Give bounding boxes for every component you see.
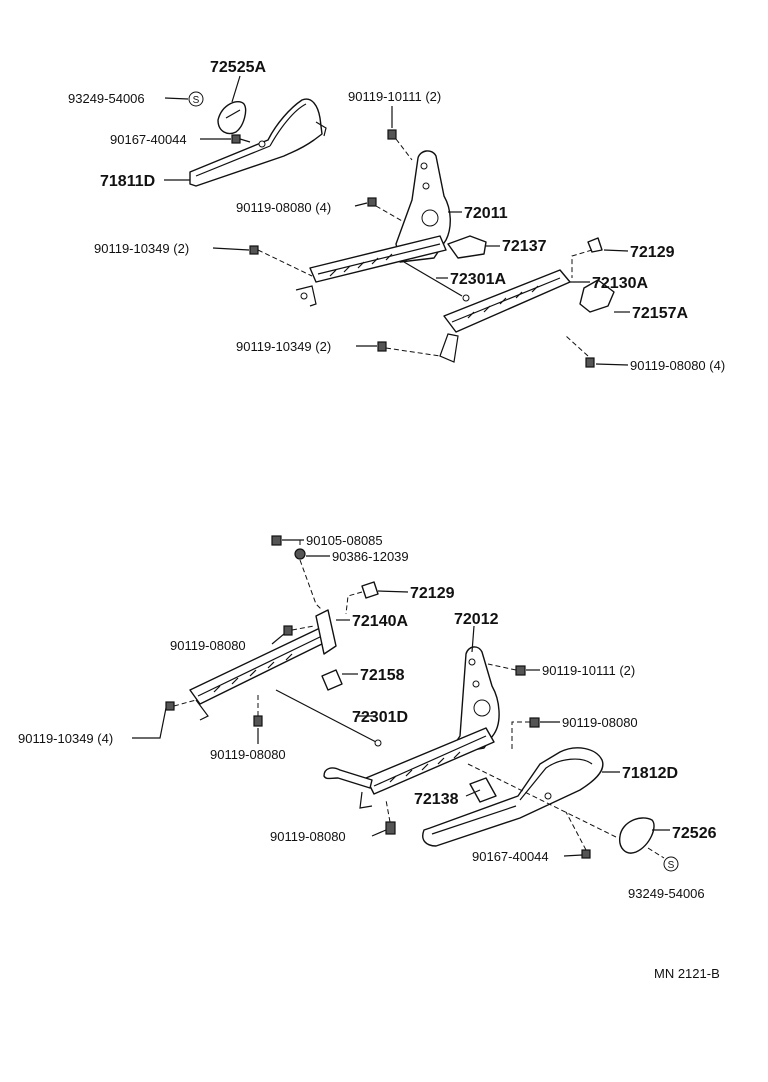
bolt-90119-10111-bottom — [515, 665, 526, 676]
label-90119-10349-2-top-a: 90119-10349 (2) — [94, 241, 189, 256]
label-90119-08080-4-top: 90119-08080 (4) — [236, 200, 331, 215]
part-inner-track-left — [295, 235, 447, 307]
bolt-90119-08080-top-b — [585, 357, 595, 368]
bolt-90119-10349-top-b — [377, 341, 387, 352]
label-90119-10111-bottom: 90119-10111 (2) — [542, 663, 635, 678]
part-72157A-cover — [579, 279, 615, 313]
part-72301D-cable — [275, 689, 382, 747]
part-72137-cover — [447, 235, 487, 259]
label-90119-08080-c: 90119-08080 — [562, 715, 638, 730]
bolt-90119-08080-b — [253, 715, 263, 727]
part-72525A-knob — [217, 101, 247, 135]
bolt-90119-08080-d — [385, 821, 396, 835]
label-72129-bottom: 72129 — [410, 585, 455, 602]
bottom-labels: 90105-08085 90386-12039 72129 72140A 901… — [18, 533, 717, 901]
label-71811D: 71811D — [100, 173, 155, 190]
label-72157A: 72157A — [632, 305, 688, 322]
label-90119-10349-4: 90119-10349 (4) — [18, 731, 113, 746]
label-90167-40044-top: 90167-40044 — [110, 132, 187, 147]
part-72301A-cable — [403, 261, 470, 302]
label-90119-08080-b: 90119-08080 — [210, 747, 286, 762]
label-72526: 72526 — [672, 825, 717, 842]
part-72138-bracket — [469, 777, 497, 803]
label-72140A: 72140A — [352, 613, 408, 630]
svg-text:S: S — [668, 860, 675, 871]
label-90119-08080-a: 90119-08080 — [170, 638, 246, 653]
label-72012: 72012 — [454, 611, 499, 628]
label-72301D: 72301D — [352, 709, 408, 726]
label-90119-08080-d: 90119-08080 — [270, 829, 346, 844]
label-72130A: 72130A — [592, 275, 648, 292]
label-90105-08085: 90105-08085 — [306, 533, 383, 548]
bolt-90119-10349-bottom — [165, 701, 175, 711]
label-90386-12039: 90386-12039 — [332, 549, 409, 564]
label-72137: 72137 — [502, 238, 547, 255]
diagram-code: MN 2121-B — [654, 966, 720, 981]
label-90119-10111-top: 90119-10111 (2) — [348, 89, 441, 104]
svg-text:S: S — [193, 95, 200, 106]
label-72301A: 72301A — [450, 271, 506, 288]
label-90119-10349-2-top-b: 90119-10349 (2) — [236, 339, 331, 354]
part-72526-knob — [619, 817, 655, 854]
bottom-leader-lines — [132, 539, 670, 859]
label-72011: 72011 — [464, 205, 508, 222]
part-72158-block — [321, 669, 343, 691]
bolt-90119-08080-top — [367, 197, 377, 207]
top-assembly: S — [68, 59, 725, 373]
bolt-90119-10349-top-a — [249, 245, 259, 255]
part-72140A-left-track — [189, 609, 337, 721]
label-72129-top: 72129 — [630, 244, 675, 261]
part-72012-recliner-frame — [447, 646, 500, 755]
part-71811D-side-cover — [189, 98, 327, 187]
part-72011-recliner-frame — [395, 150, 451, 263]
part-71812D-side-cover — [422, 747, 604, 847]
part-right-track-bottom — [323, 727, 495, 809]
label-72158: 72158 — [360, 667, 405, 684]
label-72138: 72138 — [414, 791, 459, 808]
part-72129-clip — [587, 237, 603, 253]
label-93249-54006-top: 93249-54006 — [68, 91, 145, 106]
bottom-assembly: S — [18, 533, 717, 901]
label-90119-08080-4-top-b: 90119-08080 (4) — [630, 358, 725, 373]
top-leader-lines — [164, 75, 630, 366]
label-93249-54006-bottom: 93249-54006 — [628, 886, 705, 901]
bolt-90105-08085 — [271, 535, 282, 546]
washer-93249-54006: S — [188, 91, 204, 107]
top-labels: 72525A 93249-54006 90167-40044 71811D 90… — [68, 59, 725, 373]
bolt-90119-08080-a — [283, 625, 293, 636]
part-72130A-right-track — [439, 269, 571, 363]
washer-93249-54006-bottom: S — [663, 856, 679, 872]
screw-90167-40044-bottom — [581, 849, 591, 859]
nut-90386-12039 — [294, 548, 306, 560]
part-90167-40044-screw — [231, 134, 251, 144]
bolt-90119-10111 — [387, 129, 397, 140]
label-72525A: 72525A — [210, 59, 266, 76]
clip-72129-bottom — [361, 581, 379, 599]
label-90167-40044-bottom: 90167-40044 — [472, 849, 549, 864]
label-71812D: 71812D — [622, 765, 678, 782]
bolt-90119-08080-c — [529, 717, 540, 728]
